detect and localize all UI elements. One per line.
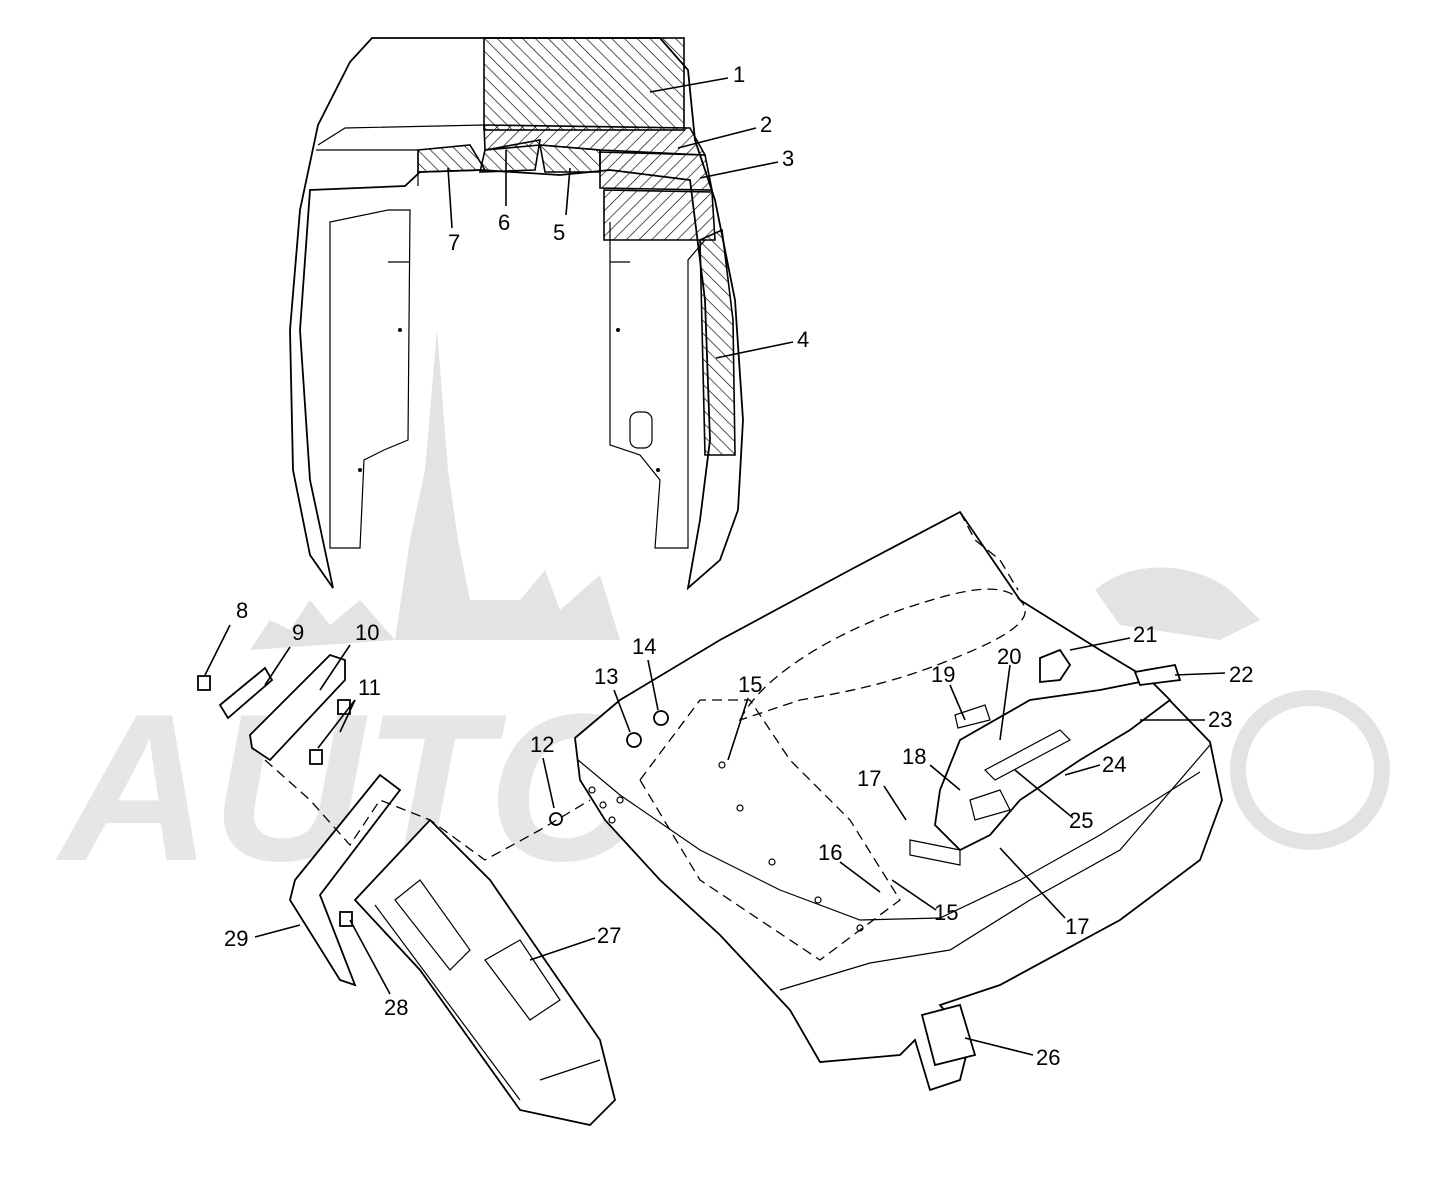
callout-5: 5	[553, 220, 565, 245]
callout-14: 14	[632, 634, 656, 659]
callout-21: 21	[1133, 622, 1157, 647]
callout-28: 28	[384, 995, 408, 1020]
callout-16: 16	[818, 840, 842, 865]
callout-18: 18	[902, 744, 926, 769]
watermark-text: AUTO	[55, 670, 651, 905]
callout-19: 19	[931, 662, 955, 687]
callout-22: 22	[1229, 662, 1253, 687]
rear-bracket-assembly	[909, 648, 1182, 1067]
callout-26: 26	[1036, 1045, 1060, 1070]
callout-2: 2	[760, 112, 772, 137]
callout-17-left: 17	[857, 766, 881, 791]
callout-15-bottom: 15	[934, 900, 958, 925]
callout-20: 20	[997, 644, 1021, 669]
callout-3: 3	[782, 146, 794, 171]
callout-1: 1	[733, 62, 745, 87]
callout-29: 29	[224, 926, 248, 951]
callout-6: 6	[498, 210, 510, 235]
callout-labels: 1 2 3 4 5 6 7 8 9 10 11 12 13 14 15 15 1…	[224, 62, 1253, 1070]
watermark: AUTO	[55, 330, 1390, 905]
front-trim-assembly	[197, 653, 669, 1126]
callout-23: 23	[1208, 707, 1232, 732]
callout-27: 27	[597, 923, 621, 948]
callout-15-top: 15	[738, 672, 762, 697]
callout-4: 4	[797, 327, 809, 352]
callout-12: 12	[530, 732, 554, 757]
callout-17-right: 17	[1065, 914, 1089, 939]
leader-lines	[204, 77, 1226, 1056]
callout-25: 25	[1069, 808, 1093, 833]
callout-7: 7	[448, 230, 460, 255]
callout-8: 8	[236, 598, 248, 623]
callout-13: 13	[594, 664, 618, 689]
seat-cover	[289, 37, 744, 591]
callout-11: 11	[358, 675, 381, 700]
callout-24: 24	[1102, 752, 1126, 777]
callout-9: 9	[292, 620, 304, 645]
callout-10: 10	[355, 620, 379, 645]
